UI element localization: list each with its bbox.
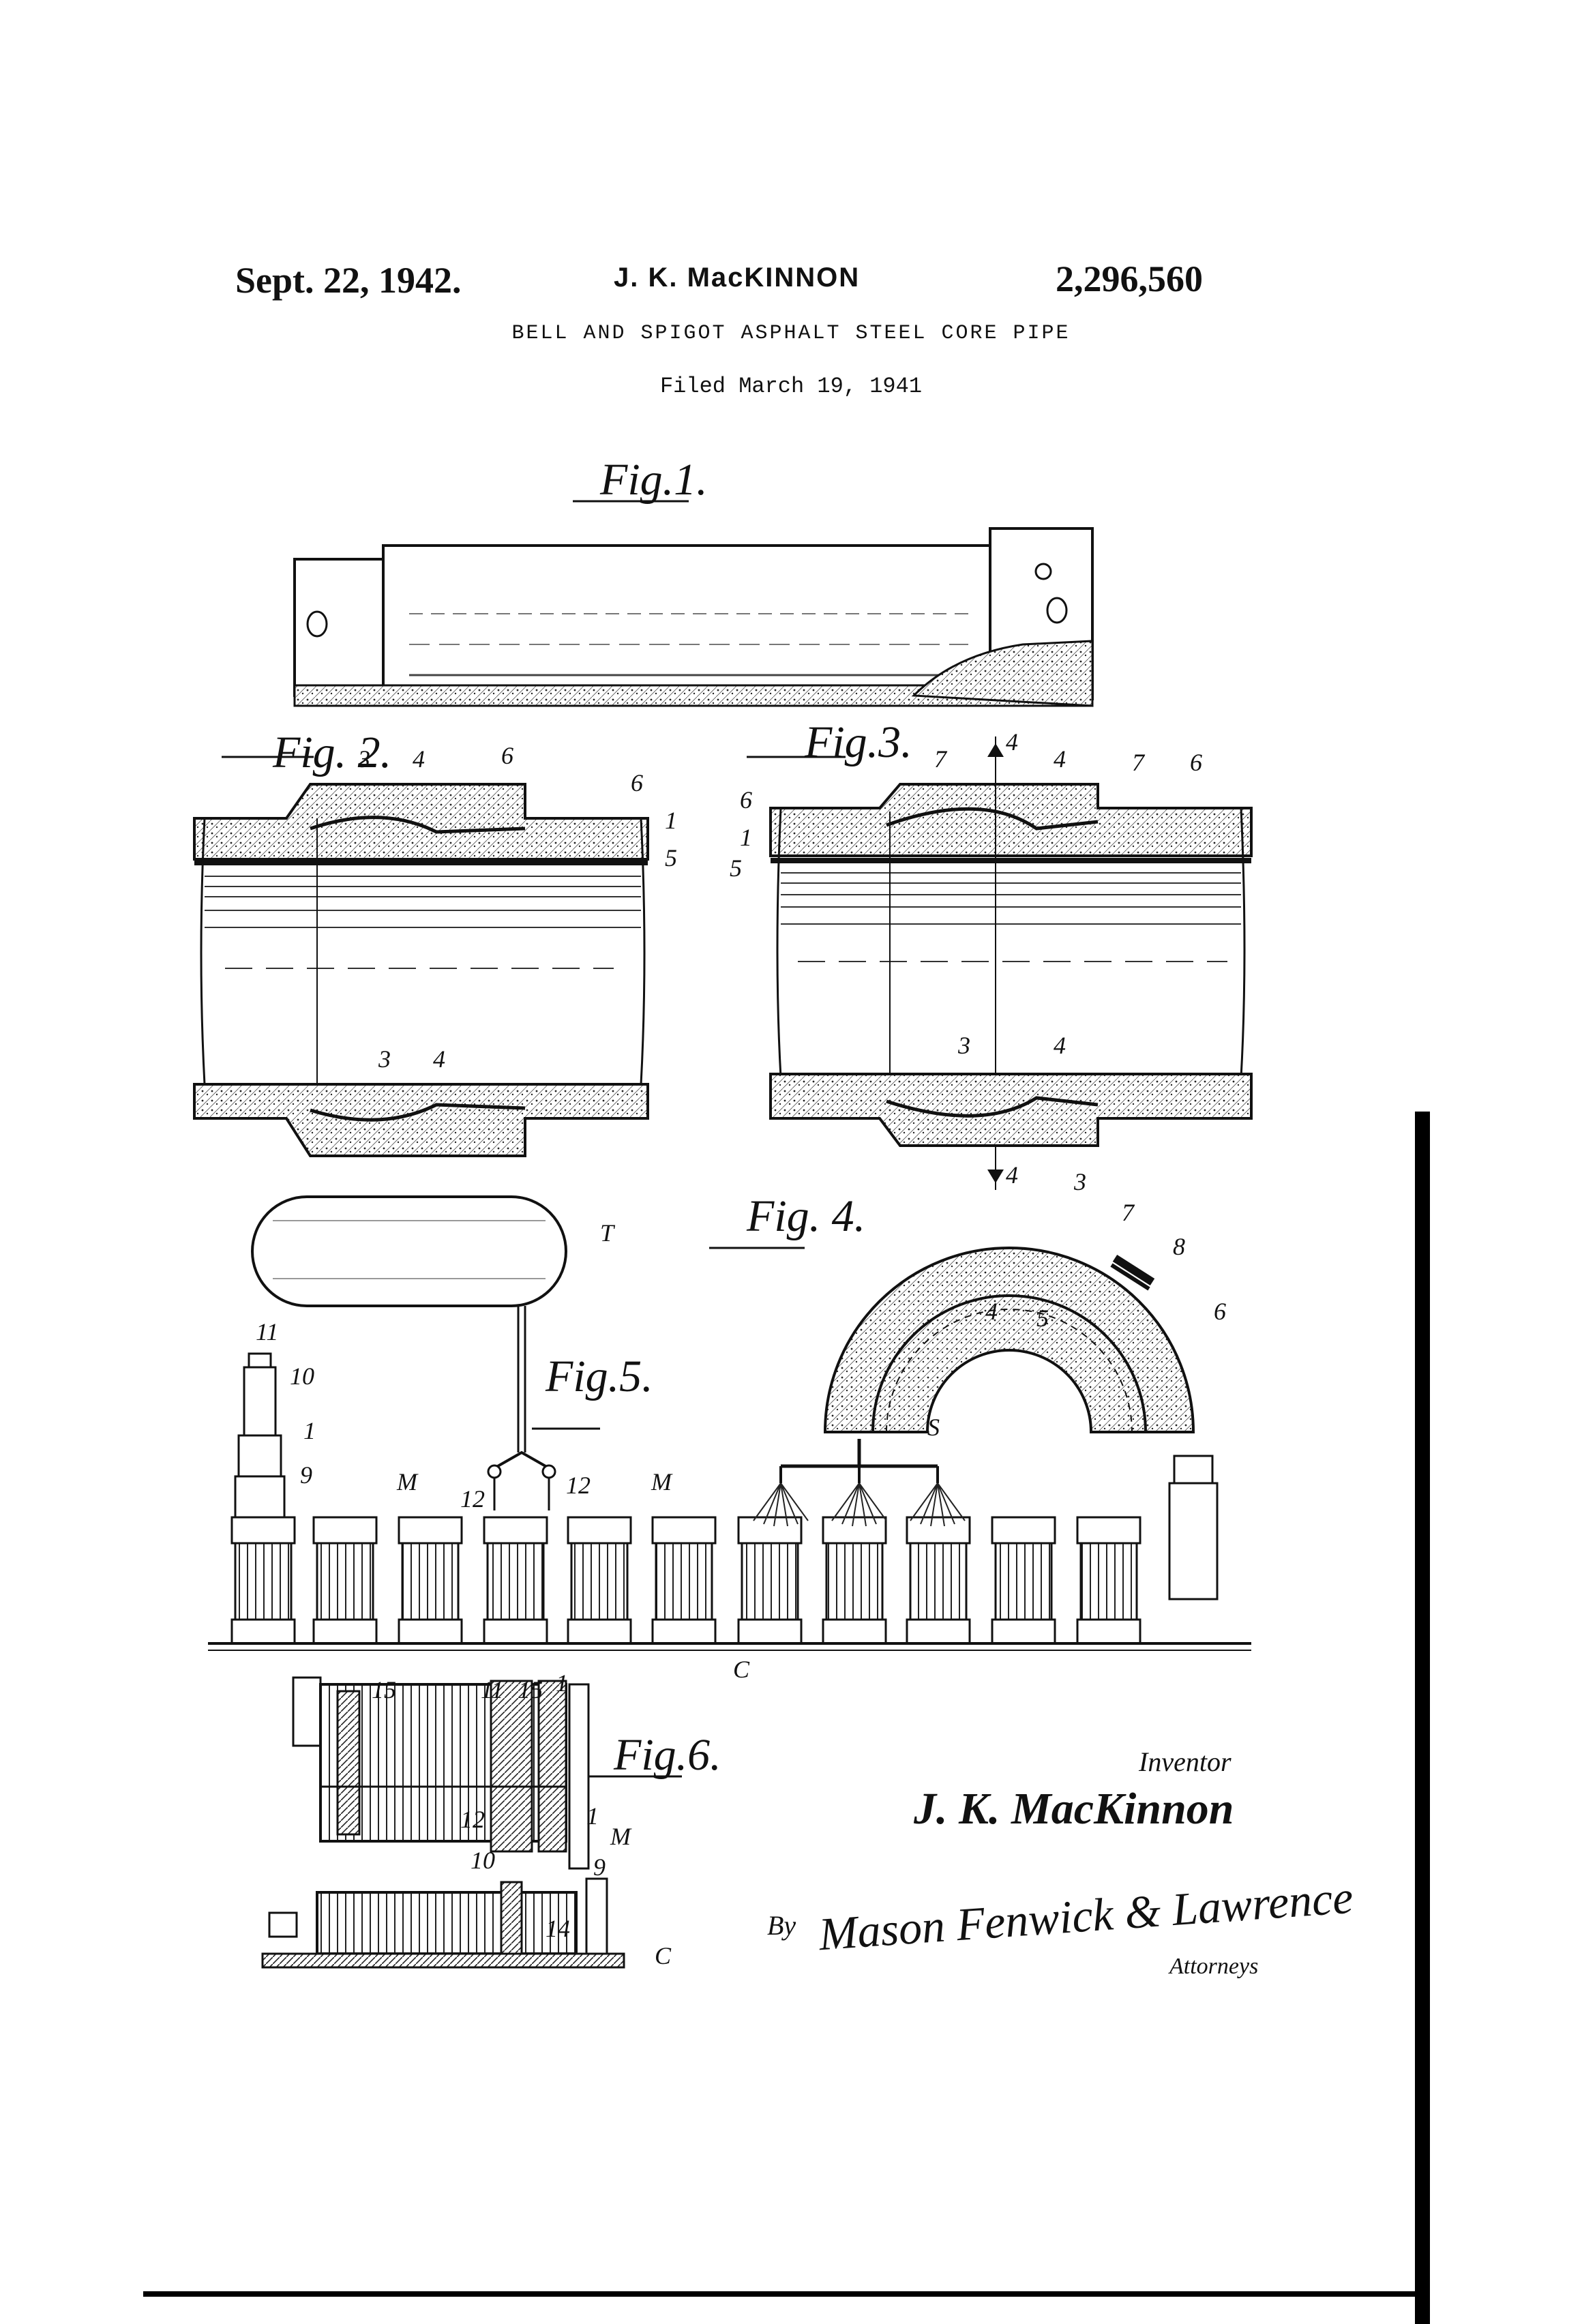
mold-base [484,1620,547,1643]
ref-15: 15 [518,1676,543,1703]
fig1-label: Fig.1. [599,455,708,505]
ref-11: 11 [481,1676,503,1703]
ref-S: S [927,1414,940,1441]
ref-12: 12 [460,1806,485,1833]
figure-3: Fig.3. 4 4 7 4 7 6 6 1 5 3 4 [730,717,1251,1190]
mold-body [235,1543,291,1620]
mold-body [656,1543,712,1620]
mold-cap [568,1517,631,1543]
scan-border-bottom [143,2291,1425,2297]
ref-6: 6 [1214,1298,1226,1325]
ref-4: 4 [1054,745,1066,773]
fig2-label: Fig. 2. [272,728,391,777]
figure-4: Fig. 4. 3 7 8 6 4 5 [709,1168,1226,1432]
ref-11: 11 [256,1318,278,1345]
mold-body [488,1543,543,1620]
ref-7: 7 [1132,749,1146,776]
mold-base [568,1620,631,1643]
ref-6: 6 [1190,749,1202,776]
ref-1: 1 [740,824,752,851]
mold-base [314,1620,376,1643]
ref-4: 4 [985,1298,998,1325]
mold-cap [992,1517,1055,1543]
mold-cap [907,1517,970,1543]
ref-14: 14 [546,1915,570,1942]
mold-cap [232,1517,295,1543]
ref-10: 10 [290,1362,314,1390]
inventor-signature: J. K. MacKinnon [914,1783,1234,1835]
mold-cap [1077,1517,1140,1543]
mold-cap [484,1517,547,1543]
ref-3: 3 [378,1045,391,1073]
ref-3: 3 [957,1032,970,1059]
ref-C: C [733,1656,750,1683]
mold-body [996,1543,1051,1620]
ref-15: 15 [372,1676,396,1703]
mold-base [738,1620,801,1643]
ref-1: 1 [665,807,677,834]
mold-base [823,1620,886,1643]
mold-body [1081,1543,1137,1620]
ref-7: 7 [1122,1199,1135,1226]
section-4-bottom: 4 [1006,1161,1018,1189]
mold-base [232,1620,295,1643]
fig3-label: Fig.3. [804,717,912,767]
ref-9: 9 [300,1461,312,1489]
mold-body [317,1543,373,1620]
ref-1: 1 [586,1802,599,1830]
mold-body [910,1543,966,1620]
scan-border-right [1415,1112,1430,2324]
mold-cap [653,1517,715,1543]
ref-C: C [655,1942,672,1969]
fig4-label: Fig. 4. [746,1191,865,1241]
ref-6: 6 [631,769,643,796]
ref-4: 4 [433,1045,445,1073]
mold-base [399,1620,462,1643]
ref-12: 12 [566,1472,591,1499]
section-4-top: 4 [1006,728,1018,756]
ref-12: 12 [460,1485,485,1513]
figure-1: Fig.1. [295,455,1092,706]
ref-M: M [610,1823,632,1850]
mold-base [653,1620,715,1643]
ref-1: 1 [556,1669,568,1697]
fig5-label: Fig.5. [545,1352,653,1401]
mold-base [1077,1620,1140,1643]
ref-3: 3 [357,745,370,773]
ref-8: 8 [1173,1233,1185,1260]
figure-2: Fig. 2. 3 4 6 6 1 5 3 4 [194,728,677,1156]
ref-7: 7 [934,745,948,773]
mold-cap [738,1517,801,1543]
ref-6: 6 [740,786,752,814]
ref-10: 10 [471,1847,495,1874]
mold-body [571,1543,627,1620]
ref-1: 1 [303,1417,316,1444]
by-label: By [767,1909,796,1941]
ref-6: 6 [501,742,513,769]
ref-T: T [600,1219,616,1247]
figure-6: Fig.6. 15 11 15 1 12 1 M 10 9 14 C [263,1669,721,1969]
ref-4: 4 [1054,1032,1066,1059]
ref-M: M [396,1468,419,1495]
ref-3: 3 [1073,1168,1086,1195]
mold-body [742,1543,798,1620]
ref-M: M [651,1468,673,1495]
mold-cap [823,1517,886,1543]
mold-base [992,1620,1055,1643]
mold-base [907,1620,970,1643]
mold-row [232,1517,1140,1643]
mold-body [826,1543,882,1620]
mold-cap [314,1517,376,1543]
ref-4: 4 [413,745,425,773]
ref-5: 5 [730,854,742,882]
ref-5: 5 [665,844,677,872]
mold-body [402,1543,458,1620]
fig6-label: Fig.6. [613,1730,721,1780]
ref-5: 5 [1036,1305,1049,1332]
ref-9: 9 [593,1853,606,1881]
mold-cap [399,1517,462,1543]
inventor-label: Inventor [1139,1746,1232,1778]
attorneys-label: Attorneys [1169,1954,1258,1980]
